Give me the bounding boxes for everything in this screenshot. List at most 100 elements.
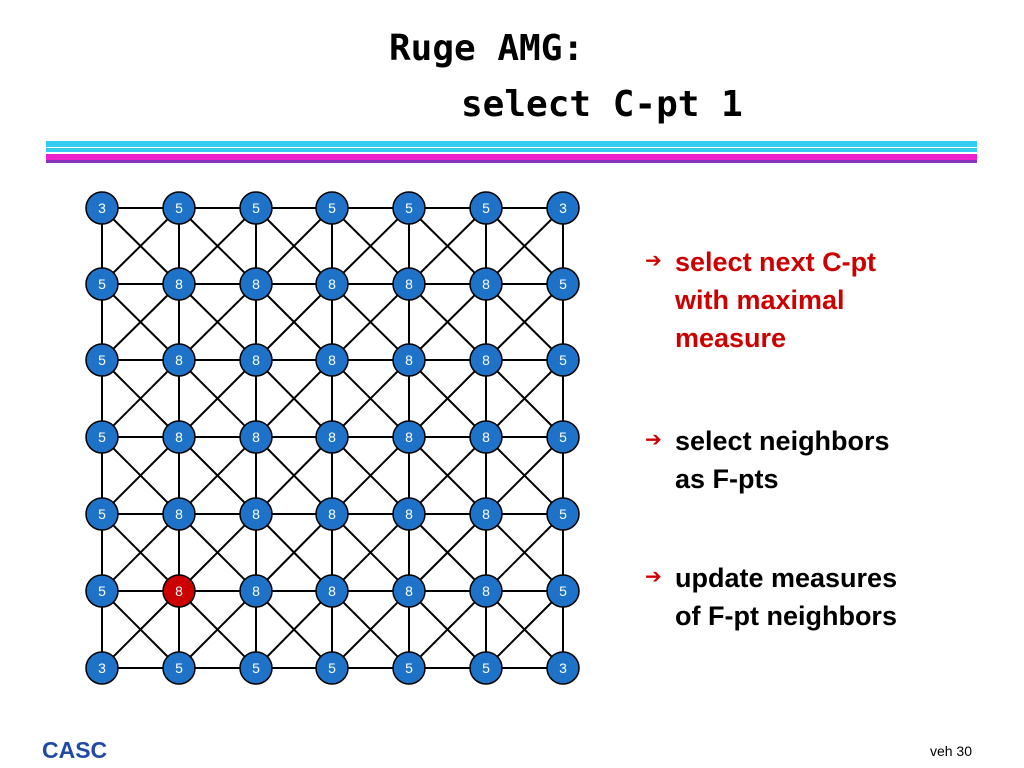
node-measure-label: 8 bbox=[175, 352, 183, 368]
node-circle bbox=[239, 574, 273, 608]
graph-node: 8 bbox=[162, 420, 196, 454]
graph-node: 8 bbox=[315, 267, 349, 301]
right-arrow-icon: ➔ bbox=[645, 427, 662, 451]
node-circle bbox=[315, 651, 349, 685]
graph-node: 8 bbox=[315, 343, 349, 377]
node-circle bbox=[469, 343, 503, 377]
node-circle bbox=[546, 420, 580, 454]
node-measure-label: 5 bbox=[98, 429, 106, 445]
node-circle bbox=[469, 267, 503, 301]
node-measure-label: 5 bbox=[559, 506, 567, 522]
graph-node: 5 bbox=[85, 420, 119, 454]
node-measure-label: 5 bbox=[405, 200, 413, 216]
graph-node: 8 bbox=[162, 267, 196, 301]
node-circle bbox=[315, 420, 349, 454]
node-measure-label: 3 bbox=[98, 200, 106, 216]
node-measure-label: 5 bbox=[559, 583, 567, 599]
graph-node: 8 bbox=[469, 574, 503, 608]
node-measure-label: 8 bbox=[405, 583, 413, 599]
node-measure-label: 8 bbox=[405, 352, 413, 368]
node-measure-label: 8 bbox=[482, 583, 490, 599]
graph-node: 8 bbox=[392, 267, 426, 301]
footer-slide-number: veh 30 bbox=[929, 743, 972, 759]
graph-node: 5 bbox=[315, 191, 349, 225]
graph-edge-diagonal bbox=[331, 513, 410, 592]
node-circle bbox=[392, 574, 426, 608]
node-measure-label: 8 bbox=[328, 352, 336, 368]
graph-edge-diagonal bbox=[331, 283, 410, 361]
node-measure-label: 5 bbox=[328, 200, 336, 216]
divider-magenta-band bbox=[46, 154, 977, 160]
graph-edge-diagonal bbox=[331, 207, 410, 285]
node-circle bbox=[162, 651, 196, 685]
node-circle bbox=[162, 574, 196, 608]
graph-edge-diagonal bbox=[255, 359, 333, 438]
node-measure-label: 5 bbox=[175, 660, 183, 676]
node-circle bbox=[469, 574, 503, 608]
graph-edge-diagonal bbox=[331, 590, 410, 669]
node-circle bbox=[85, 420, 119, 454]
node-circle bbox=[162, 497, 196, 531]
graph-node-selected: 8 bbox=[162, 574, 196, 608]
node-circle bbox=[546, 651, 580, 685]
graph-edge-diagonal bbox=[331, 359, 410, 438]
graph-edge-diagonal bbox=[178, 283, 257, 361]
node-circle bbox=[315, 574, 349, 608]
graph-node: 8 bbox=[392, 497, 426, 531]
graph-node: 3 bbox=[546, 651, 580, 685]
node-measure-label: 5 bbox=[252, 200, 260, 216]
node-circle bbox=[85, 343, 119, 377]
node-measure-label: 8 bbox=[252, 583, 260, 599]
graph-node: 8 bbox=[392, 574, 426, 608]
node-circle bbox=[546, 191, 580, 225]
node-circle bbox=[315, 343, 349, 377]
graph-node: 8 bbox=[239, 343, 273, 377]
node-measure-label: 5 bbox=[98, 352, 106, 368]
graph-edge-diagonal bbox=[101, 207, 180, 285]
graph-edge-diagonal bbox=[178, 207, 257, 285]
title-line-1: Ruge AMG: bbox=[389, 28, 585, 69]
node-measure-label: 3 bbox=[98, 660, 106, 676]
graph-node: 5 bbox=[546, 497, 580, 531]
graph-edge-diagonal bbox=[101, 436, 180, 515]
graph-node: 8 bbox=[315, 574, 349, 608]
node-circle bbox=[469, 191, 503, 225]
graph-node: 5 bbox=[85, 267, 119, 301]
graph-node: 5 bbox=[546, 343, 580, 377]
graph-edge-diagonal bbox=[101, 283, 180, 361]
graph-edge-diagonal bbox=[101, 590, 180, 669]
node-circle bbox=[546, 574, 580, 608]
node-measure-label: 5 bbox=[559, 352, 567, 368]
node-measure-label: 3 bbox=[559, 200, 567, 216]
graph-node: 8 bbox=[239, 267, 273, 301]
node-measure-label: 5 bbox=[98, 583, 106, 599]
graph-node: 5 bbox=[392, 191, 426, 225]
node-circle bbox=[392, 651, 426, 685]
node-measure-label: 8 bbox=[482, 276, 490, 292]
graph-node: 5 bbox=[546, 267, 580, 301]
node-circle bbox=[85, 497, 119, 531]
bullet-text: select neighbors as F-pts bbox=[675, 422, 890, 498]
graph-node: 8 bbox=[469, 343, 503, 377]
node-circle bbox=[315, 267, 349, 301]
graph-node: 5 bbox=[239, 191, 273, 225]
graph-node: 5 bbox=[85, 574, 119, 608]
node-measure-label: 8 bbox=[175, 429, 183, 445]
node-measure-label: 8 bbox=[175, 506, 183, 522]
graph-node: 8 bbox=[162, 343, 196, 377]
divider-cyan-band bbox=[46, 141, 977, 147]
graph-node: 5 bbox=[162, 191, 196, 225]
graph-node: 5 bbox=[85, 497, 119, 531]
graph-edge-diagonal bbox=[178, 436, 257, 515]
graph-edge-diagonal bbox=[485, 359, 564, 438]
graph-edge-diagonal bbox=[331, 436, 410, 515]
graph-node: 8 bbox=[239, 574, 273, 608]
node-measure-label: 8 bbox=[328, 583, 336, 599]
right-arrow-icon: ➔ bbox=[645, 564, 662, 588]
node-circle bbox=[315, 191, 349, 225]
bullet-line: of F-pt neighbors bbox=[675, 601, 897, 631]
graph-node: 5 bbox=[239, 651, 273, 685]
node-circle bbox=[392, 420, 426, 454]
node-measure-label: 8 bbox=[175, 583, 183, 599]
